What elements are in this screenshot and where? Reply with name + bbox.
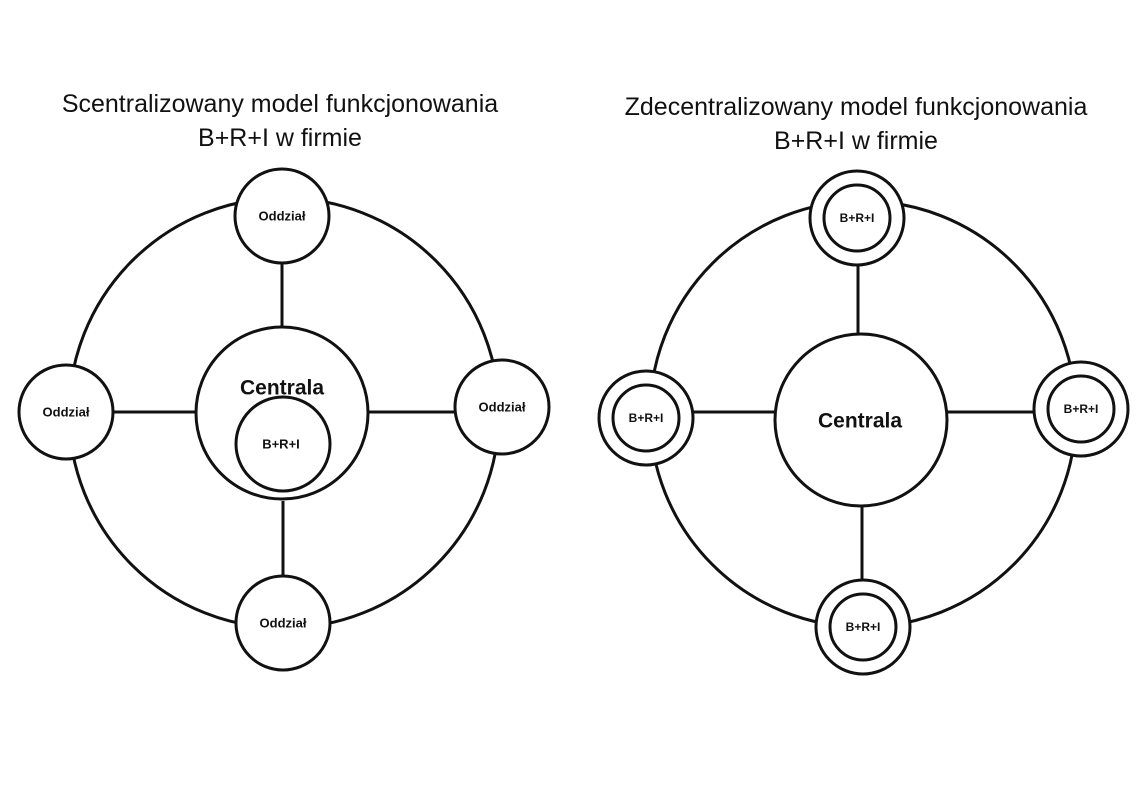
left-center-inner-circle bbox=[234, 395, 332, 493]
right-branch-top: B+R+I bbox=[808, 169, 906, 267]
right-branch-bottom: B+R+I bbox=[814, 578, 912, 676]
left-diagram-title: Scentralizowany model funkcjonowania B+R… bbox=[20, 87, 540, 155]
left-title-line2: B+R+I w firmie bbox=[198, 124, 362, 152]
right-title-line1: Zdecentralizowany model funkcjonowania bbox=[624, 93, 1088, 121]
left-title-line1: Scentralizowany model funkcjonowania bbox=[61, 90, 499, 118]
right-branch-right: B+R+I bbox=[1032, 360, 1130, 458]
left-branch-left: Oddział bbox=[17, 363, 115, 461]
right-branch-left: B+R+I bbox=[597, 369, 695, 467]
right-center-node: Centrala bbox=[773, 332, 949, 508]
left-branch-top: Oddział bbox=[233, 167, 331, 265]
left-branch-bottom-label: Oddział bbox=[260, 616, 307, 631]
centralized-model-diagram: Centrala B+R+I Oddział Oddział Oddział O… bbox=[17, 167, 551, 672]
left-branch-left-label: Oddział bbox=[43, 405, 90, 420]
right-branch-right-label: B+R+I bbox=[1064, 402, 1099, 416]
left-center-node: Centrala B+R+I bbox=[194, 325, 370, 501]
right-branch-left-label: B+R+I bbox=[629, 411, 664, 425]
left-branch-bottom: Oddział bbox=[234, 574, 332, 672]
left-center-label: Centrala bbox=[240, 377, 324, 400]
decentralized-model-diagram: Centrala B+R+I B+R+I B+R+I B+R+I bbox=[597, 169, 1130, 676]
right-diagram-title: Zdecentralizowany model funkcjonowania B… bbox=[596, 90, 1116, 158]
right-title-line2: B+R+I w firmie bbox=[774, 127, 938, 155]
right-branch-bottom-label: B+R+I bbox=[846, 620, 881, 634]
left-center-inner-label: B+R+I bbox=[262, 437, 300, 452]
left-branch-right-label: Oddział bbox=[479, 400, 526, 415]
left-branch-right: Oddział bbox=[453, 358, 551, 456]
right-branch-top-label: B+R+I bbox=[840, 211, 875, 225]
right-center-label: Centrala bbox=[818, 410, 902, 433]
left-branch-top-label: Oddział bbox=[259, 209, 306, 224]
